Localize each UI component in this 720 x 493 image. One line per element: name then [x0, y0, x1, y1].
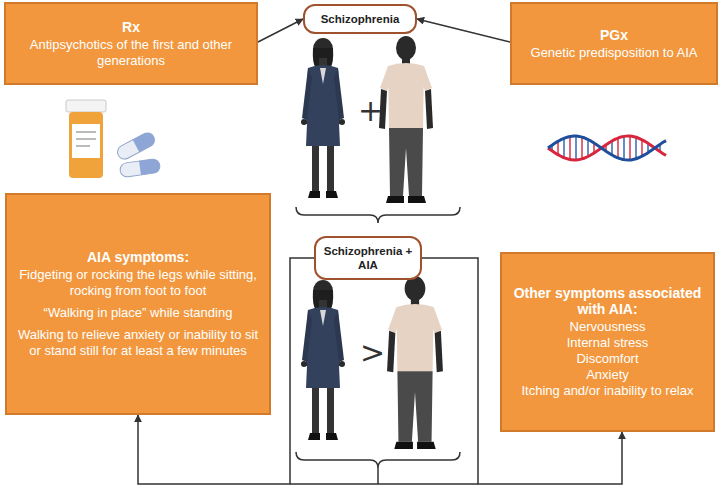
woman-figure	[301, 280, 345, 440]
node-text: Itching and/or inability to relax	[522, 383, 694, 399]
dna-rung	[563, 138, 565, 157]
dna-rung	[569, 136, 571, 159]
dna-icon	[548, 136, 666, 160]
dna-rung	[587, 139, 589, 156]
dna-rung	[581, 137, 583, 159]
node-heading: AIA symptoms:	[87, 249, 189, 265]
pill-bottle-icon	[66, 100, 106, 178]
dna-rung	[623, 136, 625, 159]
node-text: Genetic predisposition to AIA	[531, 45, 698, 61]
node-heading: Rx	[122, 19, 140, 35]
dna-rung	[629, 136, 631, 160]
node-text: Fidgeting or rocking the legs while sitt…	[15, 267, 261, 299]
condition-pill: Schizophrenia + AIA	[314, 236, 422, 280]
dna-rung	[635, 137, 637, 158]
sign-label: +	[358, 96, 383, 126]
node-text: Internal stress	[567, 335, 649, 351]
symptoms-box: Other symptoms associated with AIA: Nervo…	[500, 252, 715, 432]
capsule-icon	[115, 130, 161, 177]
drug-box: RxAntipsychotics of the first and other …	[4, 2, 258, 85]
node-heading: Schizophrenia + AIA	[322, 244, 414, 272]
node-heading: Other symptoms associated with AIA:	[510, 285, 705, 317]
genetics-box: PGxGenetic predisposition to AIA	[510, 2, 718, 85]
node-text: “Walking in place” while standing	[44, 305, 233, 321]
node-text: Anxiety	[586, 367, 629, 383]
node-heading: Schizophrenia	[321, 12, 400, 26]
dna-strand	[548, 136, 666, 160]
connector-line	[290, 468, 478, 484]
node-text: Antipsychotics of the first and other ge…	[14, 37, 248, 69]
dna-strand	[548, 136, 666, 160]
node-text: Nervousness	[570, 319, 646, 335]
symptoms-box: AIA symptoms: Fidgeting or rocking the le…	[5, 193, 271, 415]
arrow-connector	[258, 19, 303, 42]
node-text: Walking to relieve anxiety or inability …	[15, 327, 261, 359]
arrow-connector	[417, 19, 510, 42]
man-figure	[387, 276, 443, 449]
dna-rung	[641, 140, 643, 156]
man-figure	[379, 36, 433, 203]
bracket	[296, 207, 460, 223]
dna-rung	[575, 136, 577, 160]
node-heading: PGx	[600, 27, 628, 43]
dna-rung	[617, 138, 619, 158]
condition-pill: Schizophrenia	[303, 4, 417, 34]
bracket	[296, 452, 460, 468]
woman-figure	[301, 38, 345, 198]
node-text: Discomfort	[576, 351, 638, 367]
sign-label: >	[360, 338, 385, 368]
